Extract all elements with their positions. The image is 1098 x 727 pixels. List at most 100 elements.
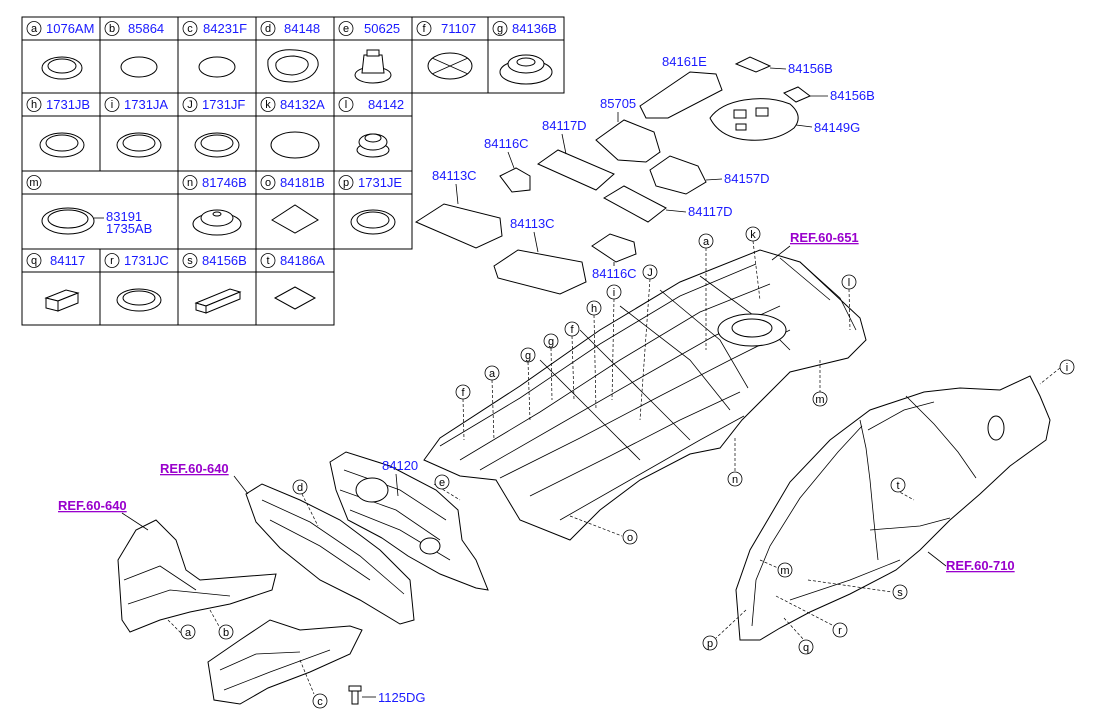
callout-letter: r	[838, 625, 842, 637]
grommet-icon	[116, 288, 162, 312]
legend-letter: e	[343, 23, 349, 35]
svg-text:1731JF: 1731JF	[202, 97, 245, 112]
grommet-icon	[116, 132, 162, 158]
cap-icon	[427, 52, 473, 80]
side-panel: i t m s r p q REF.60-710	[702, 359, 1075, 655]
callout-letter: k	[750, 229, 756, 241]
legend-letter: f	[422, 23, 426, 35]
svg-text:J: J	[187, 99, 193, 111]
svg-text:84181B: 84181B	[280, 175, 325, 190]
part-label: 84116C	[592, 266, 637, 281]
legend-cell-e: e 50625	[338, 21, 400, 36]
legend-part-number: 84231F	[203, 21, 247, 36]
legend-cell-t: t 84186A	[260, 253, 325, 268]
pads-group	[414, 56, 811, 295]
grommet-icon: 83191 1735AB	[41, 207, 152, 236]
callout-letter: a	[703, 236, 710, 248]
svg-text:r: r	[110, 255, 114, 267]
pad-icon	[271, 204, 319, 234]
callout-letter: c	[317, 696, 323, 708]
plug-icon	[120, 56, 158, 78]
svg-text:s: s	[187, 255, 193, 267]
legend-cell-d: d 84148	[260, 21, 320, 36]
callout-letter: s	[897, 587, 903, 599]
legend-cell-o: o 84181B	[260, 175, 325, 190]
callout-letter: a	[185, 627, 192, 639]
legend-part-number: 84136B	[512, 21, 557, 36]
svg-text:84156B: 84156B	[202, 253, 247, 268]
callout-letter: l	[848, 277, 850, 289]
dash-panel: 84120 d e REF.60-640	[160, 451, 489, 625]
front-members: a b c 1125DG REF.60-640	[58, 498, 425, 709]
floor-callouts: a k l J i h f g g f a m	[455, 226, 859, 545]
legend-cell-s: s 84156B	[182, 253, 247, 268]
legend-cell-c: c 84231F	[182, 21, 247, 36]
grommet-icon	[39, 132, 85, 158]
part-label: 84117D	[688, 204, 733, 219]
part-label: 84156B	[788, 61, 833, 76]
legend-cell-h: h 1731JB	[26, 97, 90, 112]
legend-part-number: 83191	[106, 209, 142, 224]
clip-icon	[354, 49, 392, 84]
grommet-icon	[350, 209, 396, 235]
legend-part-number: 85864	[128, 21, 164, 36]
legend-cell-k: k 84132A	[260, 97, 325, 112]
ref-link-60-640[interactable]: REF.60-640	[160, 461, 229, 476]
svg-text:m: m	[29, 177, 38, 189]
drain-plug-icon	[356, 133, 390, 158]
grommet-icon	[194, 132, 240, 158]
part-label: 84149G	[814, 120, 860, 135]
svg-text:q: q	[31, 255, 37, 267]
ref-link-60-651[interactable]: REF.60-651	[790, 230, 859, 245]
svg-text:81746B: 81746B	[202, 175, 247, 190]
part-label: 84120	[382, 458, 418, 473]
legend-cell-q: q 84117	[26, 253, 85, 268]
legend-part-number: 84148	[284, 21, 320, 36]
legend-letter: b	[109, 23, 115, 35]
callout-letter: m	[815, 394, 824, 406]
legend-letter: a	[31, 23, 38, 35]
svg-text:l: l	[345, 99, 347, 111]
callout-letter: a	[489, 368, 496, 380]
callout-letter: h	[591, 303, 597, 315]
callout-letter: d	[297, 482, 303, 494]
grommet-icon	[41, 56, 83, 80]
legend-letter: d	[265, 23, 271, 35]
part-label: 1125DG	[378, 690, 425, 705]
part-label: 84157D	[724, 171, 770, 186]
svg-text:1731JC: 1731JC	[124, 253, 169, 268]
svg-text:p: p	[343, 177, 349, 189]
callout-letter: J	[647, 267, 653, 279]
svg-text:1731JA: 1731JA	[124, 97, 168, 112]
callout-letter: p	[707, 638, 713, 650]
callout-letter: g	[525, 350, 531, 362]
legend-part-number: 71107	[441, 21, 476, 36]
part-label: 84161E	[662, 54, 707, 69]
bolt-icon	[348, 685, 362, 705]
svg-text:1731JE: 1731JE	[358, 175, 402, 190]
svg-text:84142: 84142	[368, 97, 404, 112]
floor-panel	[423, 249, 867, 541]
legend-cell-b: b 85864	[104, 21, 164, 36]
legend-cell-a: a 1076AM	[26, 21, 94, 36]
svg-text:k: k	[265, 99, 271, 111]
part-label: 84116C	[484, 136, 529, 151]
legend-cell-l: l 84142	[338, 97, 404, 112]
mount-icon	[499, 54, 553, 85]
pad-labels: 84161E 84156B 84156B 85705 84149G 84117D…	[432, 54, 875, 281]
ref-link-60-710[interactable]: REF.60-710	[946, 558, 1015, 573]
svg-text:i: i	[111, 99, 113, 111]
callout-letter: i	[1066, 362, 1068, 374]
legend-cell-g: g 84136B	[492, 21, 557, 36]
block-icon	[44, 289, 80, 312]
callout-letter: t	[896, 480, 899, 492]
ref-link-60-640[interactable]: REF.60-640	[58, 498, 127, 513]
part-label: 84117D	[542, 118, 587, 133]
callout-letter: n	[732, 474, 738, 486]
callout-letter: e	[439, 477, 445, 489]
mount-icon	[192, 209, 242, 236]
legend-letter: g	[497, 23, 503, 35]
callout-letter: m	[780, 565, 789, 577]
legend-table: a 1076AM b 85864 c 84231F d 84148 e 5062…	[21, 16, 565, 326]
legend-cell-r: r 1731JC	[104, 253, 169, 268]
